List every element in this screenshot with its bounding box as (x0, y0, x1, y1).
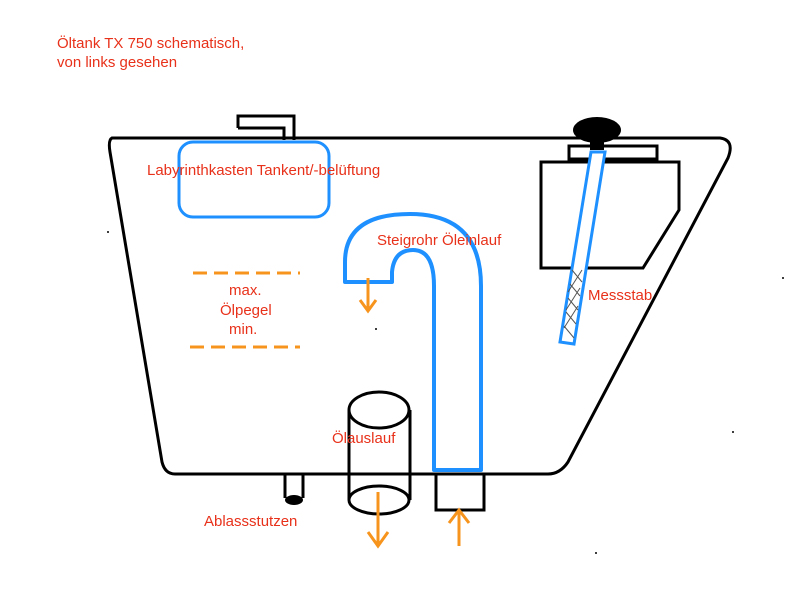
riser-stub (434, 474, 486, 512)
label-level-name: Ölpegel (220, 302, 272, 319)
speck (782, 277, 784, 279)
label-outlet: Ölauslauf (332, 430, 396, 447)
title-line-2: von links gesehen (57, 54, 178, 71)
speck (732, 431, 734, 433)
arrow-riser-in-icon (447, 507, 471, 546)
labyrinth-box (177, 140, 331, 219)
dipstick-hatch (563, 269, 583, 339)
arrow-outlet-down-icon (366, 492, 390, 549)
speck (595, 552, 597, 554)
drain-plug (283, 474, 305, 498)
dipstick-cap-stem (590, 138, 604, 150)
dipstick-cap (573, 117, 621, 143)
diagram-title: Öltank TX 750 schematisch, von links ges… (57, 34, 244, 72)
arrow-riser-out-icon (358, 278, 378, 314)
label-level-min: min. (229, 321, 258, 338)
dipstick-housing (567, 144, 659, 161)
speck (375, 328, 377, 330)
label-level-max: max. (229, 282, 262, 299)
vent-pipe (236, 114, 296, 140)
drain-plug-end (285, 495, 303, 505)
tank-outline (107, 136, 732, 476)
label-dipstick: Messstab (588, 287, 653, 304)
speck (107, 231, 109, 233)
riser-pipe (343, 212, 483, 472)
dipstick-box (539, 160, 681, 270)
label-drain: Ablassstutzen (204, 513, 298, 530)
outlet-top (347, 390, 411, 430)
title-line-1: Öltank TX 750 schematisch, (57, 35, 245, 52)
label-riser: Steigrohr Öleinlauf (377, 232, 502, 249)
dipstick (558, 150, 607, 346)
outlet-cylinder (347, 410, 412, 500)
label-labyrinth: Labyrinthkasten Tankent/-belüftung (147, 162, 381, 179)
